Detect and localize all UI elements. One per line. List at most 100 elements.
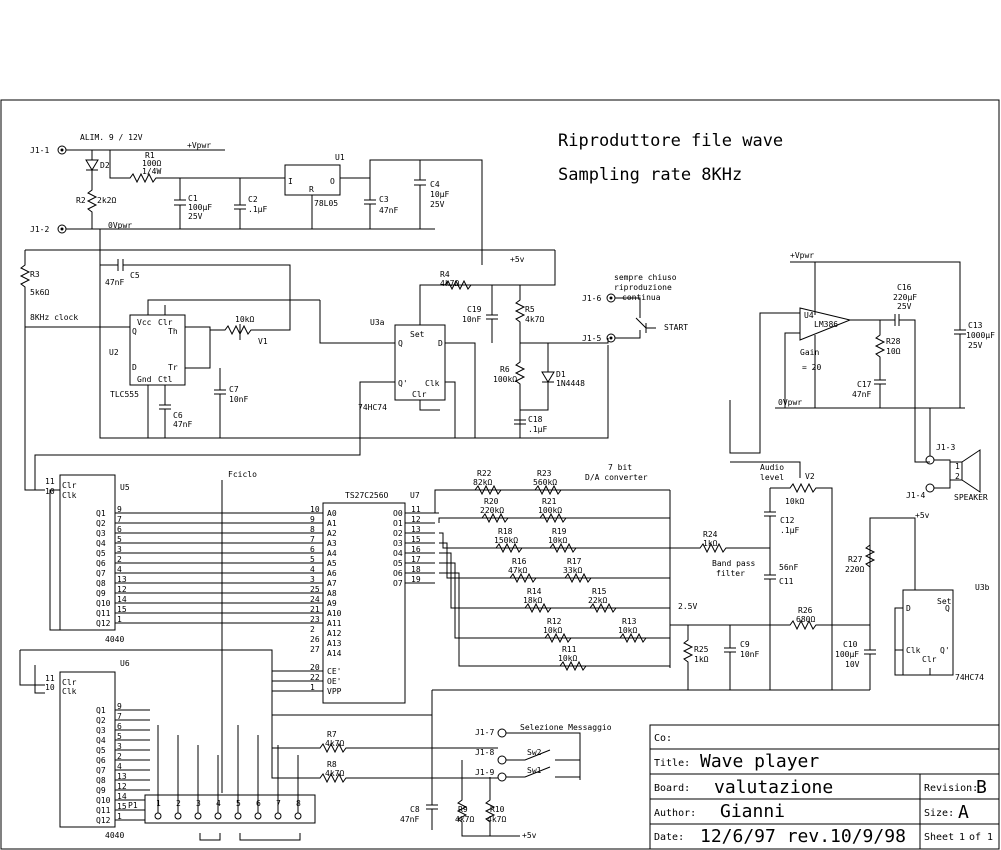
eprom-data-label: O7 [393, 579, 403, 588]
label-u7: U7 [410, 491, 420, 500]
eprom-data-label: O3 [393, 539, 403, 548]
label-r1: R1 [145, 151, 155, 160]
clock-section: +5v R3 5k6Ω 8KHz clock C5 47nF Vcc Clr T… [19, 229, 609, 491]
label-c6-value: 47nF [173, 420, 192, 429]
label-c17: C17 [857, 380, 872, 389]
counter-output-label: Q8 [96, 776, 106, 785]
resistor-label: R20 [484, 497, 499, 506]
pin-u3b-clr: Clr [922, 655, 937, 664]
eprom-pin-number: 2 [310, 625, 315, 634]
resistor-symbol [481, 512, 509, 524]
label-speaker: SPEAKER [954, 493, 988, 502]
counter-output-label: Q10 [96, 599, 111, 608]
eprom-pin-number: 24 [310, 595, 320, 604]
resistor-value: 22kΩ [588, 596, 607, 605]
label-r27-value: 220Ω [845, 565, 864, 574]
label-c11-value: 56nF [779, 563, 798, 572]
sheet-value: 1 [959, 832, 965, 843]
label-r7-value: 4k7Ω [325, 739, 344, 748]
pin-u1-o: O [330, 177, 335, 186]
revision-value: B [976, 777, 987, 798]
counter-output-label: Q12 [96, 816, 111, 825]
label-p1: P1 [128, 801, 138, 810]
label-d1: D1 [556, 370, 566, 379]
sheet-border [0, 99, 1000, 850]
label-r8: R8 [327, 760, 337, 769]
counter-pin-number: 6 [117, 525, 122, 534]
pin-u3b-q: Q [945, 604, 950, 613]
eprom-pin-number: 13 [411, 525, 421, 534]
label-j1-3: J1-3 [936, 443, 955, 452]
counter-pin-number: 4 [117, 565, 122, 574]
label-v1: V1 [258, 337, 268, 346]
label-v2: V2 [805, 472, 815, 481]
counter-output-label: Q2 [96, 519, 106, 528]
label-r28-value: 10Ω [886, 347, 901, 356]
counter-pin-number: 3 [117, 545, 122, 554]
resistor-value: 18kΩ [523, 596, 542, 605]
eprom-data-label: O5 [393, 559, 403, 568]
label-u2-value: TLC555 [110, 390, 139, 399]
eprom-address-label: A4 [327, 549, 337, 558]
counter-output-label: Q10 [96, 796, 111, 805]
counter-output-label: Q1 [96, 706, 106, 715]
pin-u2-tr: Tr [168, 363, 178, 372]
label-c3: C3 [379, 195, 389, 204]
counter-output-label: Q7 [96, 569, 106, 578]
eprom-pin-number: 9 [310, 515, 315, 524]
label-continua: continua [622, 293, 661, 302]
regulator-u1 [284, 164, 341, 196]
eprom-data-label: O2 [393, 529, 403, 538]
label-u1-value: 78L05 [314, 199, 338, 208]
pin-u3a-clr: Clr [412, 390, 427, 399]
label-u2: U2 [109, 348, 119, 357]
resistor-symbol [589, 602, 617, 614]
label-r5-value: 4k7Ω [525, 315, 544, 324]
label-j1-1: J1-1 [30, 146, 49, 155]
resistor-label: R17 [567, 557, 582, 566]
pin-u3a-d: D [438, 339, 443, 348]
message-select-section: Selezione Messaggio J1-7 J1-8 J1-9 Sw2 S… [271, 715, 612, 840]
label-sheet: Sheet [924, 832, 954, 843]
label-j1-6: J1-6 [582, 294, 601, 303]
title-block-frame [649, 724, 1000, 850]
resistor-label: R22 [477, 469, 492, 478]
label-j1-4: J1-4 [906, 491, 925, 500]
pin-u3a-q: Q [398, 339, 403, 348]
counter-pin-number: 9 [117, 702, 122, 711]
label-c16-value: 220μF [893, 293, 917, 302]
label-c12-value: .1μF [780, 526, 799, 535]
label-r5: R5 [525, 305, 535, 314]
counter-output-label: Q8 [96, 579, 106, 588]
label-alim: ALIM. 9 / 12V [80, 133, 143, 142]
counter-output-label: Q9 [96, 589, 106, 598]
eprom-pin-number: 8 [310, 525, 315, 534]
counter-output-label: Q1 [96, 509, 106, 518]
counter-pin-number: 5 [117, 732, 122, 741]
ladder-wire [438, 517, 670, 523]
flipflop-u3a [394, 324, 446, 401]
counter-pin-number: 14 [117, 792, 127, 801]
resistor-label: R19 [552, 527, 567, 536]
label-riproduzione: riproduzione [614, 283, 672, 292]
eprom-u7-body [322, 502, 406, 704]
pin-u3a-clk: Clk [425, 379, 440, 388]
label-c19: C19 [467, 305, 482, 314]
eprom-pin-number: 21 [310, 605, 320, 614]
label-2-5v: 2.5V [678, 602, 697, 611]
ladder-wire [439, 532, 670, 549]
label-j1-8: J1-8 [475, 748, 494, 757]
label-r3: R3 [30, 270, 40, 279]
eprom-address-label: A1 [327, 519, 337, 528]
eprom-address-label: A3 [327, 539, 337, 548]
resistor-label: R14 [527, 587, 542, 596]
label-title: Title: [654, 758, 690, 769]
resistor-symbol [524, 602, 552, 614]
title-value: Wave player [700, 751, 819, 772]
sheet-title: Riproduttore file wave [558, 131, 783, 151]
eprom-pin-number: 3 [310, 575, 315, 584]
